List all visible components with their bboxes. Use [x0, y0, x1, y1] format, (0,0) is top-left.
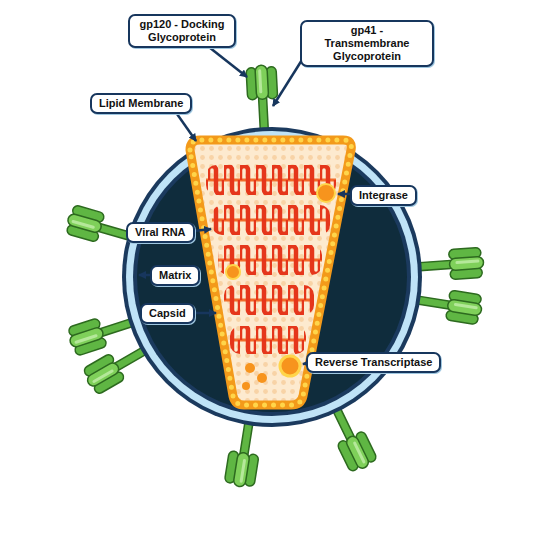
callout-label: Matrix: [159, 269, 191, 281]
callout-label: Viral RNA: [135, 226, 186, 238]
callout-box: Lipid Membrane: [90, 93, 192, 114]
callout-box: gp41 - Transmembrane Glycoprotein: [300, 20, 434, 67]
callout-box: Reverse Transcriptase: [306, 352, 441, 373]
callout-label: Capsid: [149, 307, 186, 319]
callout-box: Capsid: [140, 303, 195, 324]
callout-label: Lipid Membrane: [99, 97, 183, 109]
callout-label: Integrase: [359, 189, 408, 201]
callout-box: Integrase: [350, 185, 417, 206]
callout-label: Reverse Transcriptase: [315, 356, 432, 368]
callout-label: gp41 - Transmembrane Glycoprotein: [325, 24, 410, 62]
callout-box: Viral RNA: [126, 222, 195, 243]
callout-box: gp120 - Docking Glycoprotein: [128, 14, 236, 48]
callout-box: Matrix: [150, 265, 200, 286]
callout-label: gp120 - Docking Glycoprotein: [140, 18, 225, 43]
